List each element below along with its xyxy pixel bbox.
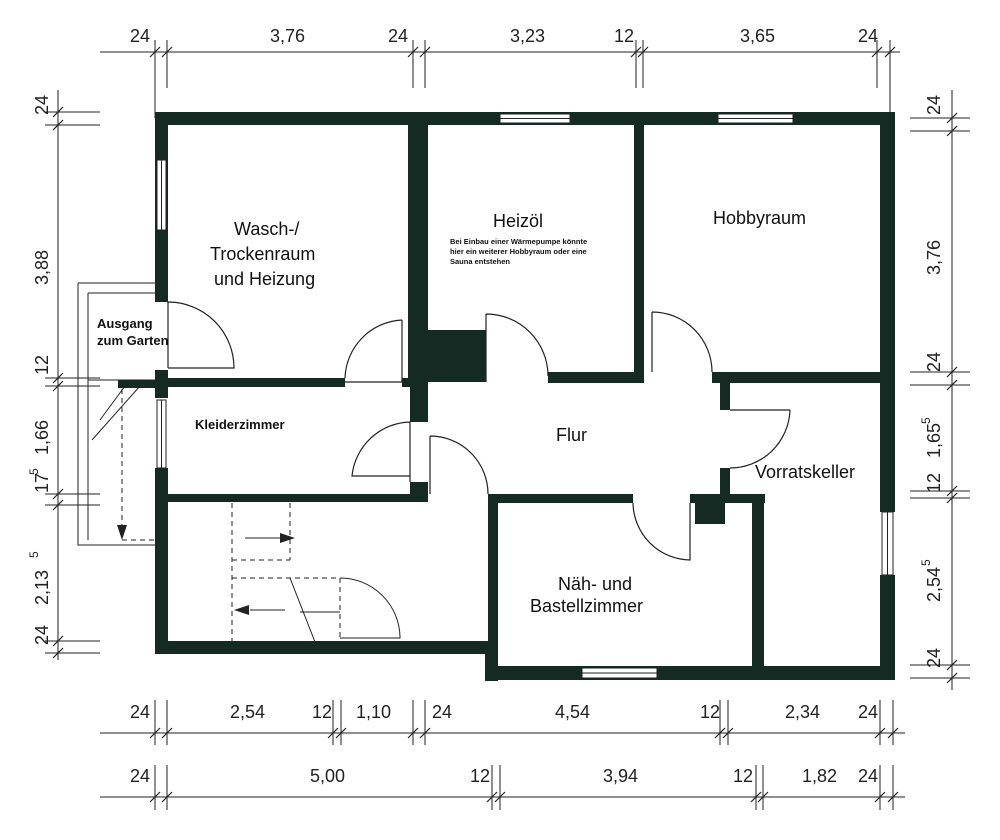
- window-hobby-top: [717, 113, 794, 124]
- dim-left-5: 17: [32, 473, 52, 493]
- door-heizoel: [485, 313, 549, 382]
- window-heizoel-top: [499, 113, 571, 124]
- heizoel-note-2: hier ein weiterer Hobbyraum oder eine: [450, 247, 587, 256]
- dimension-lines: [45, 40, 970, 810]
- dim-top-5: 12: [614, 26, 634, 46]
- window-naeh-bottom: [581, 667, 658, 679]
- dim-top-4: 3,23: [510, 26, 545, 46]
- window-kleider-left: [156, 399, 167, 469]
- dim-right-4: 1,65: [924, 423, 944, 458]
- dim-left-6: 2,13: [32, 570, 52, 605]
- label-ausgang-2: zum Garten: [97, 333, 169, 348]
- door-vorrat: [729, 409, 791, 469]
- exterior-stair: [77, 282, 155, 546]
- walls: [155, 112, 895, 681]
- dim-left-1: 24: [32, 95, 52, 115]
- dim-right-5: 12: [924, 473, 944, 493]
- label-kleider: Kleiderzimmer: [195, 417, 285, 432]
- dim-bottom1-7: 12: [700, 702, 720, 722]
- doors: [167, 301, 791, 561]
- label-ausgang-1: Ausgang: [97, 316, 153, 331]
- windows: [156, 113, 894, 679]
- label-wasch-2: Trockenraum: [210, 244, 315, 264]
- dim-right-1: 24: [924, 95, 944, 115]
- dim-bottom1-9: 24: [858, 702, 878, 722]
- door-kleider: [351, 421, 411, 482]
- label-flur: Flur: [556, 425, 587, 445]
- dim-bottom1-4: 1,10: [356, 702, 391, 722]
- dim-right-7: 24: [924, 648, 944, 668]
- dim-right-6: 2,54: [924, 567, 944, 602]
- label-naeh-2: Bastellzimmer: [530, 596, 643, 616]
- heizoel-note-1: Bei Einbau einer Wärmepumpe könnte: [450, 237, 587, 246]
- dim-top-6: 3,65: [740, 26, 775, 46]
- dim-bottom2-7: 24: [858, 766, 878, 786]
- dim-bottom2-5: 12: [733, 766, 753, 786]
- dim-left-6-sup: 5: [27, 551, 41, 558]
- label-wasch-1: Wasch-/: [234, 219, 299, 239]
- dim-right-4-sup: 5: [919, 417, 933, 424]
- arrow-down-icon: [117, 525, 127, 540]
- dim-top-2: 3,76: [270, 26, 305, 46]
- dim-left-4: 1,66: [32, 420, 52, 455]
- label-wasch-3: und Heizung: [214, 269, 315, 289]
- door-ausgang: [167, 301, 235, 369]
- label-naeh-1: Näh- und: [558, 574, 632, 594]
- dim-left-5-sup: 5: [27, 468, 41, 475]
- label-vorrat: Vorratskeller: [755, 462, 855, 482]
- dim-bottom2-3: 12: [470, 766, 490, 786]
- dim-left-7: 24: [32, 625, 52, 645]
- dim-bottom1-3: 12: [312, 702, 332, 722]
- heizoel-note-3: Sauna entstehen: [450, 257, 510, 266]
- label-heizoel: Heizöl: [493, 211, 543, 231]
- room-labels: Wasch-/ Trockenraum und Heizung Heizöl B…: [97, 208, 855, 616]
- dim-right-2: 3,76: [924, 240, 944, 275]
- dim-left-2: 3,88: [32, 250, 52, 285]
- door-lower: [429, 435, 489, 495]
- arrow-left-icon: [234, 605, 249, 615]
- dim-bottom1-8: 2,34: [785, 702, 820, 722]
- dim-bottom2-4: 3,94: [603, 766, 638, 786]
- dim-top-1: 24: [130, 26, 150, 46]
- dimension-text: 24 3,76 24 3,23 12 3,65 24 24 2,54 12 1,…: [27, 26, 944, 786]
- dim-top-7: 24: [858, 26, 878, 46]
- window-vorrat-right: [881, 511, 894, 576]
- door-naeh: [632, 502, 691, 561]
- label-hobby: Hobbyraum: [713, 208, 806, 228]
- dim-bottom2-6: 1,82: [802, 766, 837, 786]
- stairs: [231, 503, 401, 643]
- dim-right-3: 24: [924, 352, 944, 372]
- window-wasch-left: [156, 159, 167, 231]
- dim-bottom2-1: 24: [130, 766, 150, 786]
- dim-bottom1-6: 4,54: [555, 702, 590, 722]
- door-hobby: [651, 311, 713, 373]
- dim-left-3: 12: [32, 355, 52, 375]
- dim-bottom1-1: 24: [130, 702, 150, 722]
- dim-top-3: 24: [388, 26, 408, 46]
- dim-bottom2-2: 5,00: [310, 766, 345, 786]
- dim-bottom1-5: 24: [432, 702, 452, 722]
- dim-bottom1-2: 2,54: [230, 702, 265, 722]
- door-wasch: [344, 319, 403, 383]
- dim-right-6-sup: 5: [919, 559, 933, 566]
- arrow-right-icon: [280, 533, 295, 543]
